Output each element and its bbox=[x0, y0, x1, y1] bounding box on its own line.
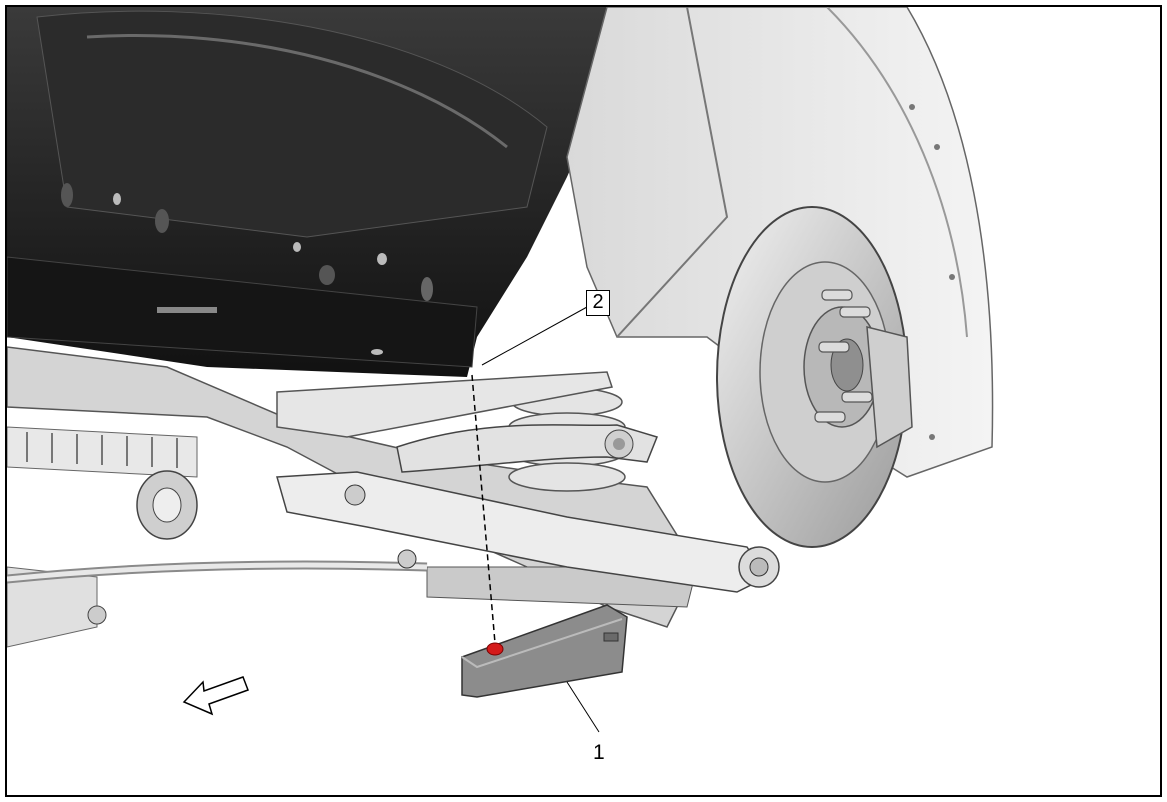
diagram-frame: 2 1 bbox=[5, 5, 1162, 797]
callout-1: 1 bbox=[593, 741, 605, 764]
splash-shield-part bbox=[461, 604, 628, 698]
floor-pan bbox=[7, 7, 617, 377]
leader-line-1 bbox=[566, 681, 600, 733]
leader-line-2 bbox=[481, 306, 588, 366]
upper-link bbox=[396, 424, 659, 473]
alignment-dashed-line bbox=[471, 374, 496, 644]
brake-rotor bbox=[716, 206, 913, 548]
forward-direction-arrow-icon bbox=[182, 676, 249, 716]
fastener-red bbox=[486, 642, 504, 656]
reinforcement-bracket bbox=[276, 371, 613, 438]
lower-control-arm bbox=[276, 471, 780, 593]
vehicle-underbody-illustration bbox=[7, 7, 994, 733]
callout-2: 2 bbox=[586, 290, 610, 316]
